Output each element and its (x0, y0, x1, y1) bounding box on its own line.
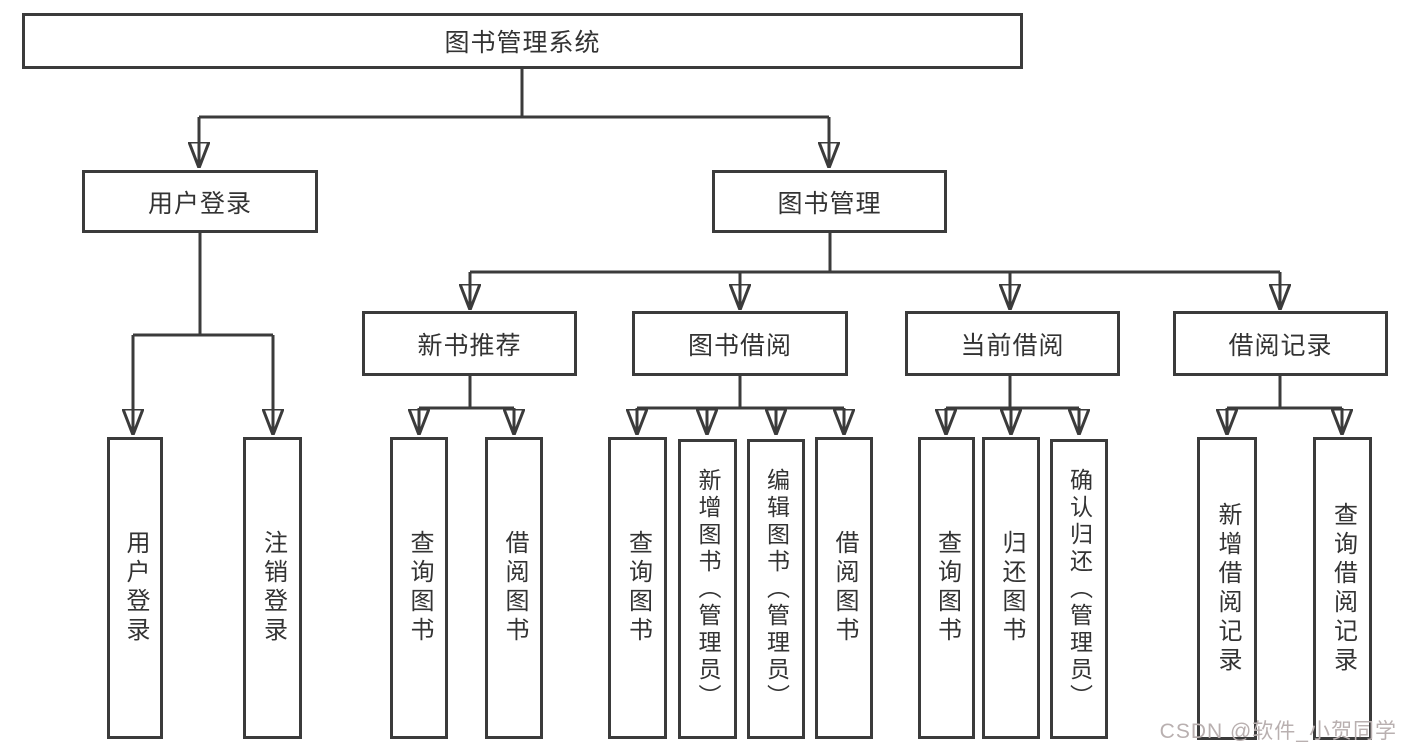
leaf-borrow-books-borrowing: 借阅图书 (815, 437, 873, 739)
leaf-user-login: 用户登录 (107, 437, 163, 739)
leaf-query-books-newbook: 查询图书 (390, 437, 448, 739)
leaf-borrow-books-newbook: 借阅图书 (485, 437, 543, 739)
leaf-confirm-return-admin: 确认归还（管理员） (1050, 439, 1108, 739)
edge-borrow-record-to-children (1227, 376, 1342, 433)
csdn-watermark: CSDN @软件_小贺同学 (1159, 720, 1397, 743)
node-current-borrowing: 当前借阅 (905, 311, 1120, 376)
node-new-book-recommend: 新书推荐 (362, 311, 577, 376)
leaf-edit-books-admin: 编辑图书（管理员） (747, 439, 805, 739)
edge-new-book-to-children (419, 376, 514, 433)
leaf-query-books-current: 查询图书 (918, 437, 975, 739)
node-book-management: 图书管理 (712, 170, 947, 233)
edge-root-to-level2 (199, 69, 829, 166)
node-user-login: 用户登录 (82, 170, 318, 233)
node-library-system: 图书管理系统 (22, 13, 1023, 69)
node-book-borrowing: 图书借阅 (632, 311, 848, 376)
leaf-return-books: 归还图书 (982, 437, 1040, 739)
leaf-query-books-borrowing: 查询图书 (608, 437, 667, 739)
edge-book-mgmt-to-level3 (470, 233, 1280, 308)
leaf-logout-login: 注销登录 (243, 437, 302, 739)
node-borrowing-records: 借阅记录 (1173, 311, 1388, 376)
leaf-add-books-admin: 新增图书（管理员） (678, 439, 737, 739)
leaf-query-borrow-record: 查询借阅记录 (1313, 437, 1372, 740)
edge-book-borrow-to-children (637, 376, 844, 433)
leaf-add-borrow-record: 新增借阅记录 (1197, 437, 1257, 740)
edge-user-login-to-children (133, 233, 273, 433)
edge-current-borrow-to-children (946, 376, 1079, 433)
